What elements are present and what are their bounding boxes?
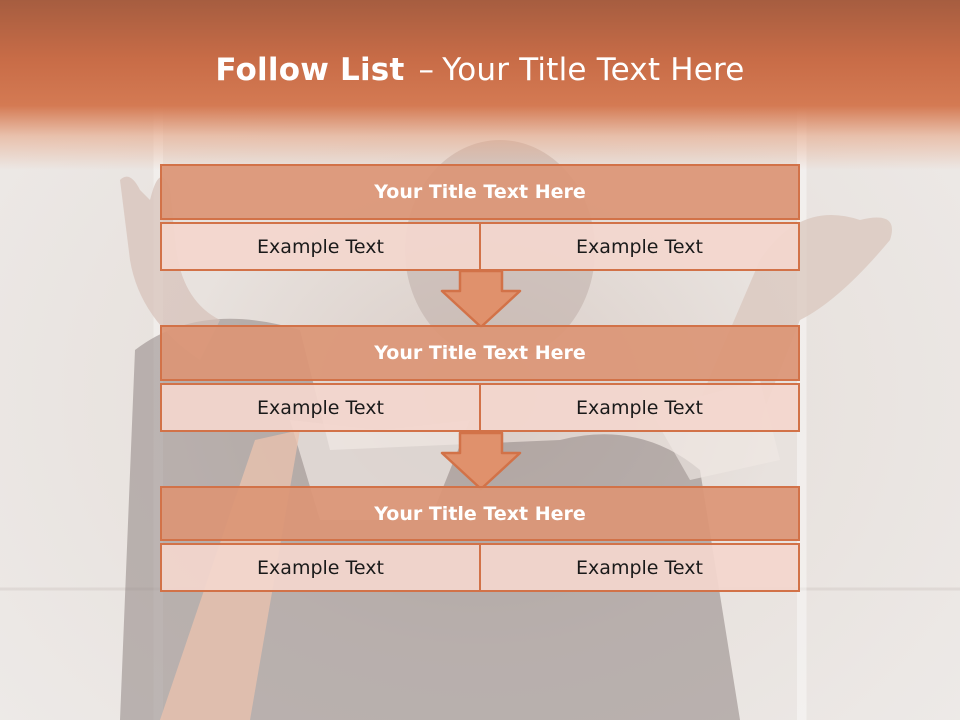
- block-row: Example Text Example Text: [160, 222, 800, 271]
- block-cell-right[interactable]: Example Text: [481, 383, 800, 432]
- block-cell-right[interactable]: Example Text: [481, 543, 800, 592]
- block-cell-right[interactable]: Example Text: [481, 222, 800, 271]
- list-block-1: Your Title Text Here Example Text Exampl…: [160, 164, 800, 271]
- block-title[interactable]: Your Title Text Here: [160, 486, 800, 541]
- block-cell-left[interactable]: Example Text: [160, 222, 481, 271]
- down-arrow-icon: [440, 431, 522, 491]
- block-cell-left[interactable]: Example Text: [160, 383, 481, 432]
- block-row: Example Text Example Text: [160, 543, 800, 592]
- list-block-3: Your Title Text Here Example Text Exampl…: [160, 486, 800, 592]
- page-title: Follow List–Your Title Text Here: [0, 52, 960, 88]
- title-dash: –: [418, 52, 435, 88]
- page-title-bold: Follow List: [215, 52, 405, 88]
- block-cell-left[interactable]: Example Text: [160, 543, 481, 592]
- block-row: Example Text Example Text: [160, 383, 800, 432]
- block-title[interactable]: Your Title Text Here: [160, 164, 800, 220]
- block-title[interactable]: Your Title Text Here: [160, 325, 800, 381]
- down-arrow-icon: [440, 269, 522, 329]
- page-title-text: Your Title Text Here: [442, 52, 745, 88]
- list-block-2: Your Title Text Here Example Text Exampl…: [160, 325, 800, 432]
